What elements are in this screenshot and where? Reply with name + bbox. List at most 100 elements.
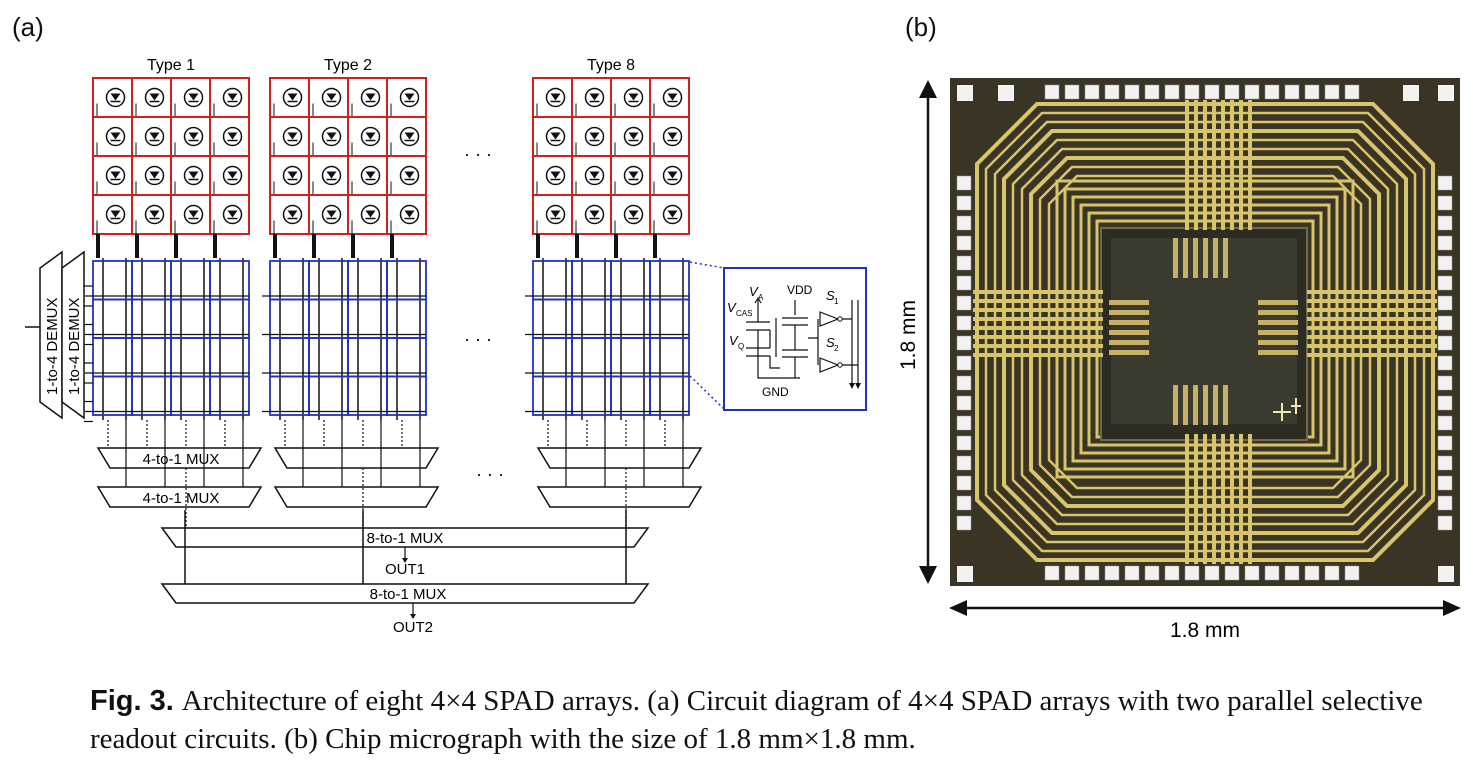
diode-triangle [589,93,600,101]
spad-structure [1109,300,1149,305]
horizontal-dimension-arrow [949,600,1461,616]
mux4-block [96,447,263,469]
chip-micrograph: 1.8 mm 1.8 mm [897,78,1461,642]
bond-pad [1437,235,1453,251]
array-title-type-2: Type 2 [324,57,372,74]
diode-triangle [326,93,337,101]
metal-ring [1029,156,1381,508]
bond-pad [1437,175,1453,191]
spad-structure [1193,385,1198,425]
mux4-label-1: 4-to-1 MUX [143,451,220,468]
diode-triangle [628,171,639,179]
bond-pad [956,335,972,351]
bond-pad [1437,275,1453,291]
bond-pad [1204,84,1220,100]
bond-pad [1144,84,1160,100]
spad-structure [1109,340,1149,345]
mux4-label-2: 4-to-1 MUX [143,490,220,507]
diode-triangle [110,93,121,101]
diode-triangle [149,132,160,140]
spad-structure [1258,310,1298,315]
corner-pad [957,566,973,582]
bond-pad [1104,84,1120,100]
bond-pad [1304,565,1320,581]
bus-stripe [1307,308,1437,312]
spad-structure [1203,385,1208,425]
diode-triangle [365,132,376,140]
mux8-label-2: 8-to-1 MUX [370,586,447,603]
mux8-block-1 [160,527,650,548]
bond-pad [1437,375,1453,391]
diode-triangle [628,93,639,101]
demux-label-2: 1-to-4 DEMUX [66,297,83,395]
diode-triangle [149,171,160,179]
bond-pad [1284,84,1300,100]
bond-pad [1184,84,1200,100]
mux4-block [536,486,703,508]
spad-structure [1109,350,1149,355]
spad-structure [1223,385,1228,425]
bond-pad [956,415,972,431]
pixel-circuit-inset: V A V CAS V Q VDD GND S 1 S 2 [723,267,867,411]
bus-stripe [1185,100,1189,230]
caption-fig-label: Fig. 3. [90,685,174,717]
diode-triangle [550,171,561,179]
metal-ring [975,102,1435,562]
bus-stripe [1239,100,1243,230]
diode-triangle [188,171,199,179]
inset-gnd: GND [762,385,789,399]
mux4-block [273,486,440,508]
bus-stripe [1185,434,1189,564]
figure-caption: Fig. 3.Architecture of eight 4×4 SPAD ar… [90,682,1450,758]
panel-a-label: (a) [12,12,44,42]
diode-triangle [365,93,376,101]
bus-stripe [973,353,1103,357]
spad-structure [1183,238,1188,278]
bond-pad [1437,335,1453,351]
bus-stripe [973,299,1103,303]
diode-triangle [404,93,415,101]
bond-pad [1437,515,1453,531]
spad-structure [1203,238,1208,278]
demux-label-1: 1-to-4 DEMUX [44,297,61,395]
bus-stripe [1221,100,1225,230]
diode-triangle [550,132,561,140]
metal-ring [1047,174,1363,490]
bond-pad [956,435,972,451]
bond-pad [956,495,972,511]
bus-stripe [973,344,1103,348]
bus-stripe [1248,434,1252,564]
vertical-dimension-arrow [919,80,937,584]
caption-text: Architecture of eight 4×4 SPAD arrays. (… [90,685,1423,755]
bond-pad [1344,84,1360,100]
diode-triangle [667,171,678,179]
svg-text:CAS: CAS [736,309,752,318]
bond-pad [956,515,972,531]
array-title-type-1: Type 1 [147,57,195,74]
readout-cell [649,375,690,416]
spad-structure [1213,385,1218,425]
bond-pad [1184,565,1200,581]
bus-stripe [1194,434,1198,564]
bond-pad [956,475,972,491]
bond-pad [1164,565,1180,581]
spad-structure [1213,238,1218,278]
ellipsis-readout: · · · [464,329,492,349]
bond-pad [956,375,972,391]
diode-triangle [287,132,298,140]
bond-pad [1104,565,1120,581]
mux4-block [536,447,703,469]
metal-ring [993,120,1417,544]
spad-structure [1258,330,1298,335]
ellipsis-spad: · · · [464,144,492,164]
diode-triangle [227,210,238,218]
bus-stripe [1307,326,1437,330]
spad-structure [1258,300,1298,305]
bond-pad [1437,355,1453,371]
inset-s2: S [826,335,835,350]
diode-triangle [326,171,337,179]
diode-triangle [667,132,678,140]
diode-triangle [287,93,298,101]
diode-triangle [404,132,415,140]
readout-cell [209,375,250,416]
